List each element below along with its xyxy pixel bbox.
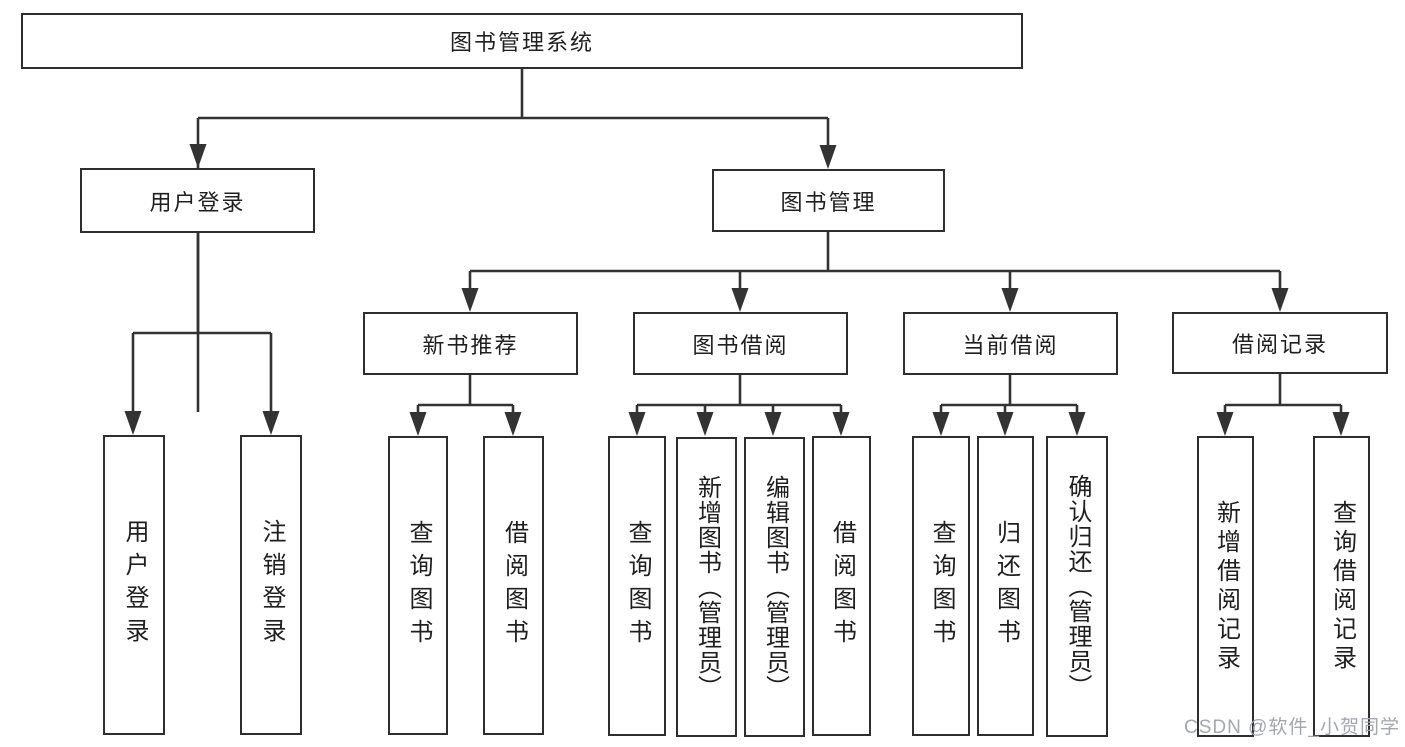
- node-user-login: 用户登录: [80, 168, 315, 233]
- leaf-borrowing-edit-books: 编辑图书（管理员）: [744, 437, 805, 737]
- connector-borrowing-records-to-leaves: [1216, 374, 1350, 436]
- leaf-label: 借阅图书: [500, 519, 528, 652]
- leaf-label: 新增图书（管理员）: [693, 474, 721, 700]
- leaf-label: 查询图书: [928, 520, 955, 652]
- connector-current-borrowing-to-leaves: [932, 375, 1086, 436]
- leaf-current-query-books: 查询图书: [912, 436, 970, 736]
- leaf-borrowing-query-books: 查询图书: [608, 436, 666, 736]
- arrow-down-icon: [731, 288, 749, 312]
- arrow-down-icon: [409, 412, 427, 436]
- node-book-borrowing: 图书借阅: [633, 312, 848, 375]
- leaf-label: 归还图书: [992, 520, 1020, 652]
- node-current-borrowing: 当前借阅: [903, 312, 1118, 375]
- connector-book-borrowing-to-leaves: [628, 375, 850, 436]
- connector-user-login-to-leaves: [124, 233, 280, 435]
- connector-book-management-to-level3: [461, 232, 1289, 312]
- leaf-label: 确认归还（管理员）: [1064, 474, 1091, 699]
- arrow-down-icon: [764, 412, 782, 436]
- leaf-label: 查询借阅记录: [1328, 499, 1356, 674]
- connector-new-book-recommend-to-leaves: [409, 375, 522, 436]
- arrow-down-icon: [1216, 412, 1234, 436]
- arrow-down-icon: [832, 412, 850, 436]
- node-new-book-recommend: 新书推荐: [363, 312, 578, 375]
- arrow-down-icon: [1332, 412, 1350, 436]
- leaf-label: 新增借阅记录: [1212, 499, 1240, 674]
- leaf-label: 注销登录: [258, 519, 285, 651]
- leaf-logout: 注销登录: [240, 435, 302, 735]
- arrow-down-icon: [461, 288, 479, 312]
- arrow-down-icon: [124, 411, 142, 435]
- leaf-records-add-record: 新增借阅记录: [1197, 436, 1254, 737]
- arrow-down-icon: [819, 145, 837, 169]
- leaf-records-query-record: 查询借阅记录: [1313, 436, 1370, 737]
- connector-root-to-level2: [189, 69, 837, 412]
- arrow-down-icon: [996, 412, 1014, 436]
- arrow-down-icon: [262, 411, 280, 435]
- node-book-management: 图书管理: [712, 169, 945, 232]
- arrow-down-icon: [189, 144, 207, 168]
- arrow-down-icon: [1068, 412, 1086, 436]
- leaf-recommend-query-books: 查询图书: [388, 436, 448, 735]
- leaf-current-return-books: 归还图书: [977, 436, 1034, 736]
- arrow-down-icon: [932, 412, 950, 436]
- leaf-recommend-borrow-books: 借阅图书: [483, 436, 544, 735]
- node-root: 图书管理系统: [21, 13, 1023, 69]
- leaf-user-login: 用户登录: [103, 435, 165, 735]
- arrow-down-icon: [696, 412, 714, 436]
- node-borrowing-records: 借阅记录: [1172, 312, 1388, 374]
- watermark: CSDN @软件_小贺同学: [1184, 717, 1400, 738]
- leaf-label: 借阅图书: [828, 520, 856, 652]
- leaf-current-confirm-return: 确认归还（管理员）: [1046, 436, 1108, 737]
- leaf-borrowing-add-books: 新增图书（管理员）: [676, 437, 737, 737]
- leaf-label: 用户登录: [121, 519, 148, 651]
- arrow-down-icon: [1271, 288, 1289, 312]
- leaf-label: 查询图书: [624, 520, 651, 652]
- leaf-borrowing-borrow-books: 借阅图书: [812, 436, 871, 736]
- arrow-down-icon: [504, 412, 522, 436]
- arrow-down-icon: [628, 412, 646, 436]
- leaf-label: 编辑图书（管理员）: [761, 474, 789, 700]
- arrow-down-icon: [1001, 288, 1019, 312]
- leaf-label: 查询图书: [405, 519, 432, 652]
